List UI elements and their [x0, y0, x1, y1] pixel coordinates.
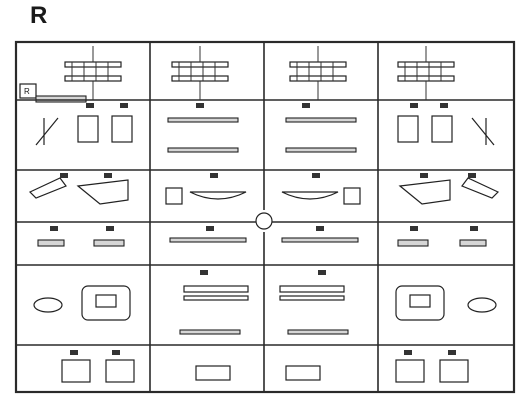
curved-plate-part-right [281, 191, 339, 200]
ladder-part-4 [397, 46, 455, 100]
long-rail-part-2 [281, 237, 359, 243]
sprue-outer-frame [14, 40, 516, 394]
long-rail-part-1 [169, 237, 247, 243]
panel-strip-2 [183, 295, 249, 301]
part-number-tags [50, 103, 478, 355]
rail-part-4 [285, 147, 357, 153]
oval-part-right [467, 297, 497, 313]
plate-part-left [76, 179, 129, 205]
corner-label: R [24, 87, 30, 96]
box-frame-part-3 [397, 115, 419, 143]
bar-part-4 [459, 239, 487, 247]
sprue-code-strip [35, 95, 87, 103]
window-pane-left [95, 294, 117, 308]
rail-part-2 [167, 147, 239, 153]
corner-label-box [19, 83, 37, 99]
ladder-part-2 [171, 46, 229, 100]
frame-part-bottom-1 [61, 359, 91, 383]
frame-part-bottom-2 [105, 359, 135, 383]
short-rail-part-1 [179, 329, 241, 335]
arm-part-right [461, 177, 500, 199]
bracket-part-left [35, 117, 59, 146]
bracket-part-right [471, 117, 495, 146]
arm-part-left [28, 177, 67, 199]
curved-plate-part-left [189, 191, 247, 200]
center-hub [255, 212, 273, 230]
bar-part-3 [397, 239, 429, 247]
frame-part-bottom-4 [439, 359, 469, 383]
bracket-part-bottom-1 [195, 365, 231, 381]
plate-part-right [398, 179, 451, 205]
panel-strip-3 [279, 285, 345, 293]
oval-part-left [33, 297, 63, 313]
panel-strip-1 [183, 285, 249, 293]
sprue-letter: R [30, 2, 48, 29]
panel-strip-4 [279, 295, 345, 301]
bar-part-1 [37, 239, 65, 247]
bracket-part-bottom-2 [285, 365, 321, 381]
mount-part-1 [165, 187, 183, 205]
ladder-part-3 [289, 46, 347, 100]
box-frame-part-2 [111, 115, 133, 143]
box-frame-part-1 [77, 115, 99, 143]
bar-part-2 [93, 239, 125, 247]
rail-part-1 [167, 117, 239, 123]
mount-part-2 [343, 187, 361, 205]
rail-part-3 [285, 117, 357, 123]
short-rail-part-2 [287, 329, 349, 335]
box-frame-part-4 [431, 115, 453, 143]
ladder-part-1 [64, 46, 122, 100]
frame-part-bottom-3 [395, 359, 425, 383]
window-pane-right [409, 294, 431, 308]
